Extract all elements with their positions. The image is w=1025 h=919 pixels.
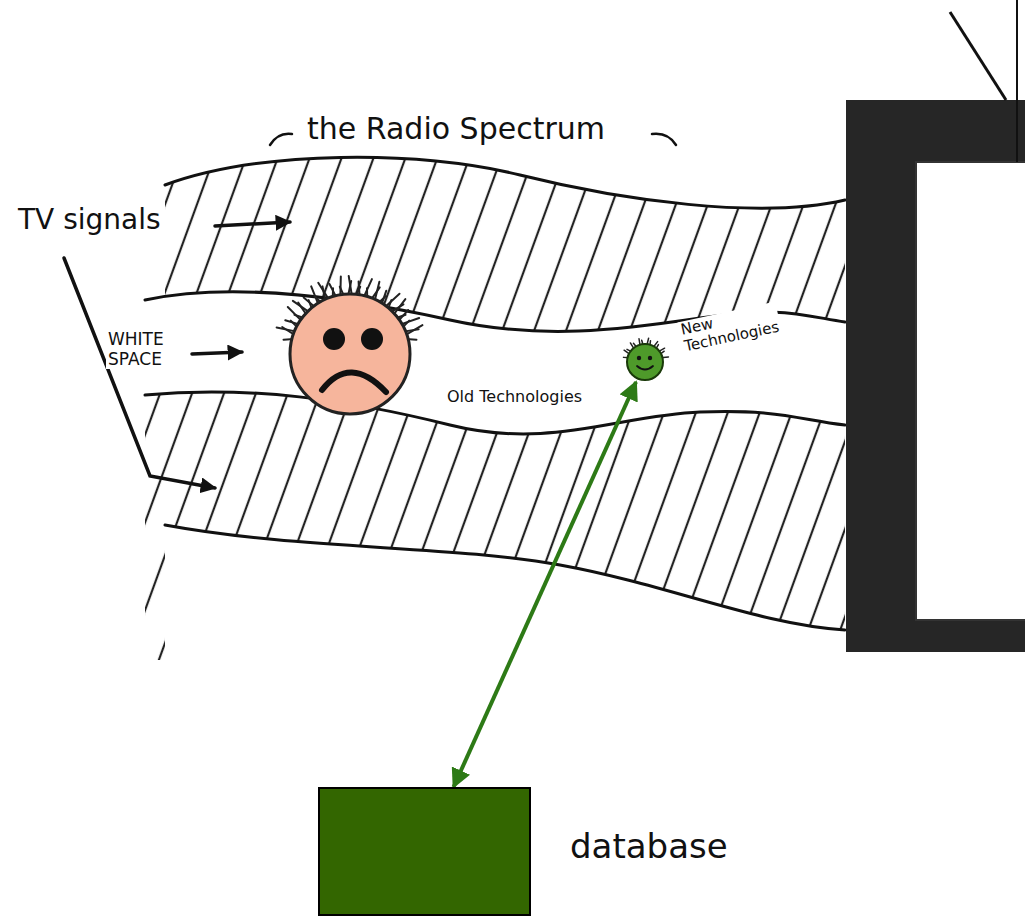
technology-face: Old Technologies [288,292,412,416]
link-arrow [454,382,636,787]
band-label: TV signals [16,204,163,236]
face-outline [627,344,663,380]
band-title: the Radio Spectrum [305,112,607,147]
tv-signal-hatching [140,140,850,660]
eye [323,328,345,350]
database-box: database [318,787,531,916]
white-space-arrow [192,352,242,354]
smile [637,366,653,370]
tv-antenna [950,12,1006,100]
tv-signals-arrow [64,258,215,488]
node-label: Old Technologies [445,388,584,406]
tv-frame [846,100,1025,652]
band-edge [165,525,845,630]
smiley-face [625,342,665,382]
eye [361,328,383,350]
tv-signals-arrow [215,222,290,226]
band-outlines [145,157,845,630]
curl-mark [652,134,676,145]
tv-set [846,0,1025,652]
technology-face: New Technologies [625,342,665,382]
eye [648,356,652,360]
node-label: database [568,827,730,866]
band-edge [165,157,845,208]
sad-face [288,292,412,416]
band-label: WHITE SPACE [106,330,166,369]
eye [637,356,641,360]
face-outline [290,294,410,414]
frown [322,372,386,392]
tv-edge [1016,0,1018,162]
curl-mark [270,134,292,145]
tv-screen [916,162,1025,620]
label-arrows [64,222,290,488]
